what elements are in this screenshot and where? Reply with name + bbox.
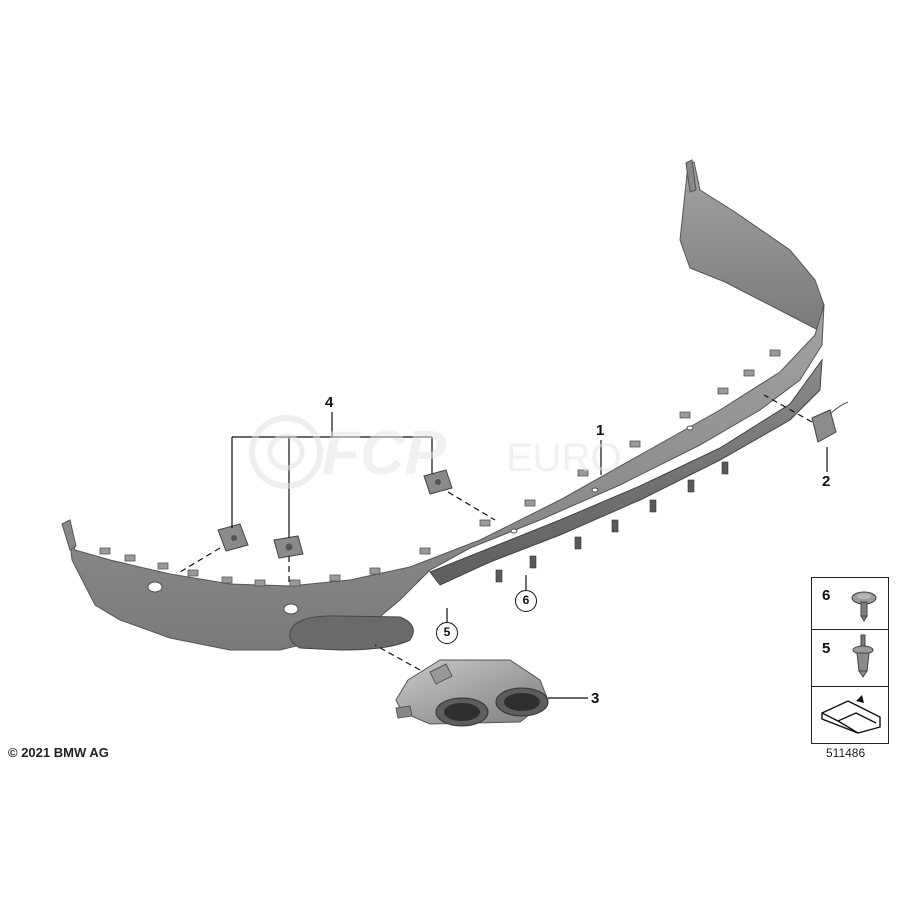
callout-1: 1	[596, 422, 605, 439]
mounting-bracket-center	[273, 535, 304, 559]
legend-divider	[812, 629, 888, 630]
legend-item-5-label: 5	[822, 640, 831, 657]
callout-4: 4	[325, 394, 334, 411]
mounting-bracket-right	[423, 469, 453, 495]
copyright-notice: © 2021 BMW AG	[8, 745, 109, 760]
fastener-legend: 6 5	[811, 577, 889, 744]
cover-cap-part	[811, 401, 849, 443]
fcp-logo-icon	[249, 415, 323, 489]
mounting-bracket-left	[217, 523, 249, 552]
legend-item-6-label: 6	[822, 587, 831, 604]
callout-5: 5	[436, 622, 458, 644]
diagram-reference-number: 511486	[826, 746, 866, 760]
dashed-assembly-lines	[179, 394, 813, 671]
exhaust-tailpipe-trim	[395, 659, 549, 727]
bracket-profile-icon	[821, 695, 881, 734]
callout-2: 2	[822, 473, 831, 490]
watermark-suffix: EURO	[506, 436, 622, 480]
watermark-brand: FCP	[322, 419, 446, 488]
rear-bumper-trim	[61, 159, 825, 651]
expanding-rivet-icon	[852, 634, 874, 678]
callout-6: 6	[515, 590, 537, 612]
leader-lines	[231, 412, 828, 699]
legend-divider	[812, 686, 888, 687]
callout-3: 3	[591, 690, 600, 707]
push-rivet-icon	[851, 591, 877, 622]
watermark: FCP EURO	[248, 414, 658, 490]
